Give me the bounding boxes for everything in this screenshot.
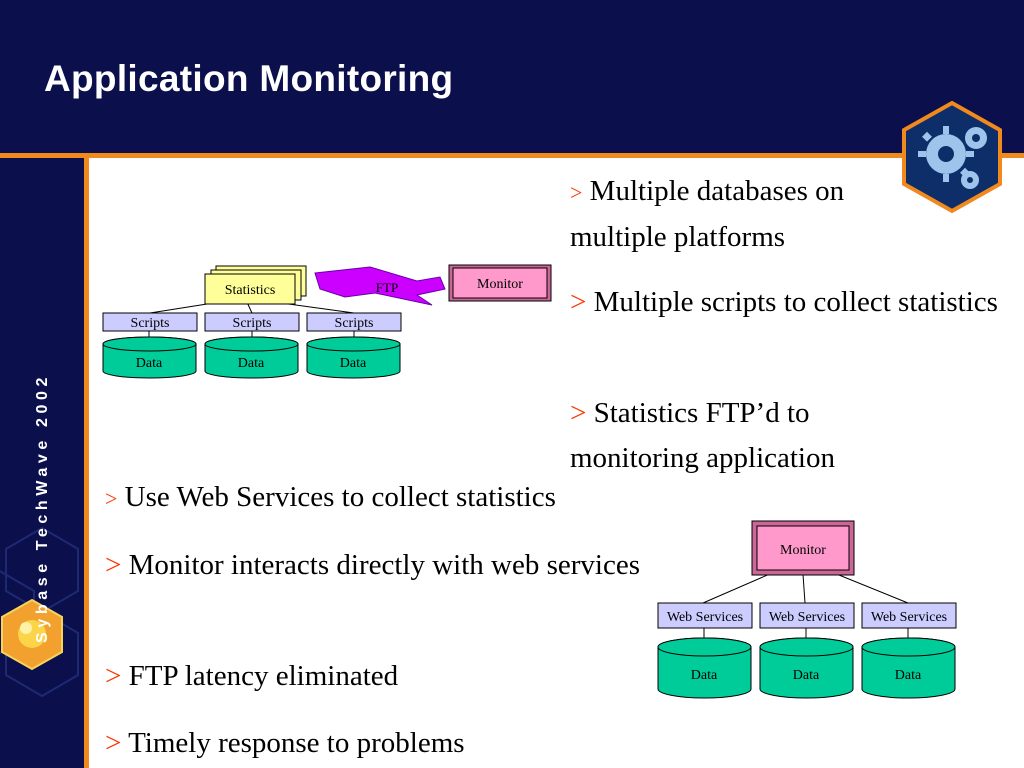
sidebar-brand-text: Sybase TechWave 2002 [34, 373, 51, 643]
bullet-bottom-1: > Use Web Services to collect statistics [105, 475, 725, 521]
sidebar: Sybase TechWave 2002 [0, 158, 84, 768]
ftp-diagram: Statistics FTP Monitor Scripts Scripts S… [102, 264, 552, 379]
data-label: Data [340, 356, 367, 371]
bullet-marker: > [105, 727, 122, 759]
bullet-bottom-2: > Monitor interacts directly with web se… [105, 543, 665, 588]
slide-header [0, 0, 1024, 155]
monitor-label: Monitor [477, 277, 523, 292]
bullet-text: Multiple scripts to collect statistics [593, 286, 998, 318]
statistics-label: Statistics [225, 283, 276, 298]
bullet-text: Use Web Services to collect statistics [124, 481, 556, 513]
bullet-marker: > [570, 180, 583, 205]
web-services-label: Web Services [769, 610, 845, 625]
scripts-node [102, 312, 198, 332]
ftp-arrow-label: FTP [376, 280, 398, 295]
data-label: Data [691, 668, 718, 683]
honeycomb-decoration [0, 526, 79, 698]
scripts-node [306, 312, 402, 332]
bullet-bottom-3: > FTP latency eliminated [105, 654, 665, 699]
bullet-marker: > [570, 397, 587, 429]
monitor-node [751, 520, 855, 576]
web-services-label: Web Services [871, 610, 947, 625]
scripts-label: Scripts [233, 316, 272, 331]
web-services-node [861, 602, 957, 629]
bullet-marker: > [570, 286, 587, 318]
bullet-text: Timely response to problems [128, 727, 465, 759]
data-label: Data [793, 668, 820, 683]
web-services-label: Web Services [667, 610, 743, 625]
bullet-top-1: > Multiple databases on multiple platfor… [570, 169, 920, 260]
bullet-marker: > [105, 486, 118, 511]
statistics-node [204, 265, 307, 305]
data-label: Data [895, 668, 922, 683]
bullet-marker: > [105, 549, 122, 581]
bullet-text: FTP latency eliminated [128, 660, 399, 692]
slide-title: Application Monitoring [44, 58, 454, 99]
sidebar-divider [84, 153, 89, 768]
scripts-node [204, 312, 300, 332]
bullet-bottom-4: > Timely response to problems [105, 721, 665, 766]
bullet-text: Statistics FTP’d to monitoring applicati… [570, 397, 835, 474]
ftp-arrow-icon [314, 266, 446, 306]
web-services-node [759, 602, 855, 629]
bullet-marker: > [105, 660, 122, 692]
monitor-node [448, 264, 552, 302]
web-services-node [657, 602, 753, 629]
bullet-top-3: > Statistics FTP’d to monitoring applica… [570, 391, 930, 481]
sun-icon [1, 598, 63, 671]
scripts-label: Scripts [131, 316, 170, 331]
header-divider [0, 153, 1024, 158]
gears-logo-icon [902, 100, 1002, 214]
bullet-text: Monitor interacts directly with web serv… [128, 549, 640, 581]
monitor-label: Monitor [780, 543, 826, 558]
data-label: Data [238, 356, 265, 371]
scripts-label: Scripts [335, 316, 374, 331]
webservices-diagram: Monitor Web Services Web Services Web Se… [657, 520, 957, 699]
bullet-top-2: > Multiple scripts to collect statistics [570, 280, 1010, 325]
data-label: Data [136, 356, 163, 371]
bullet-text: Multiple databases on multiple platforms [570, 175, 845, 253]
